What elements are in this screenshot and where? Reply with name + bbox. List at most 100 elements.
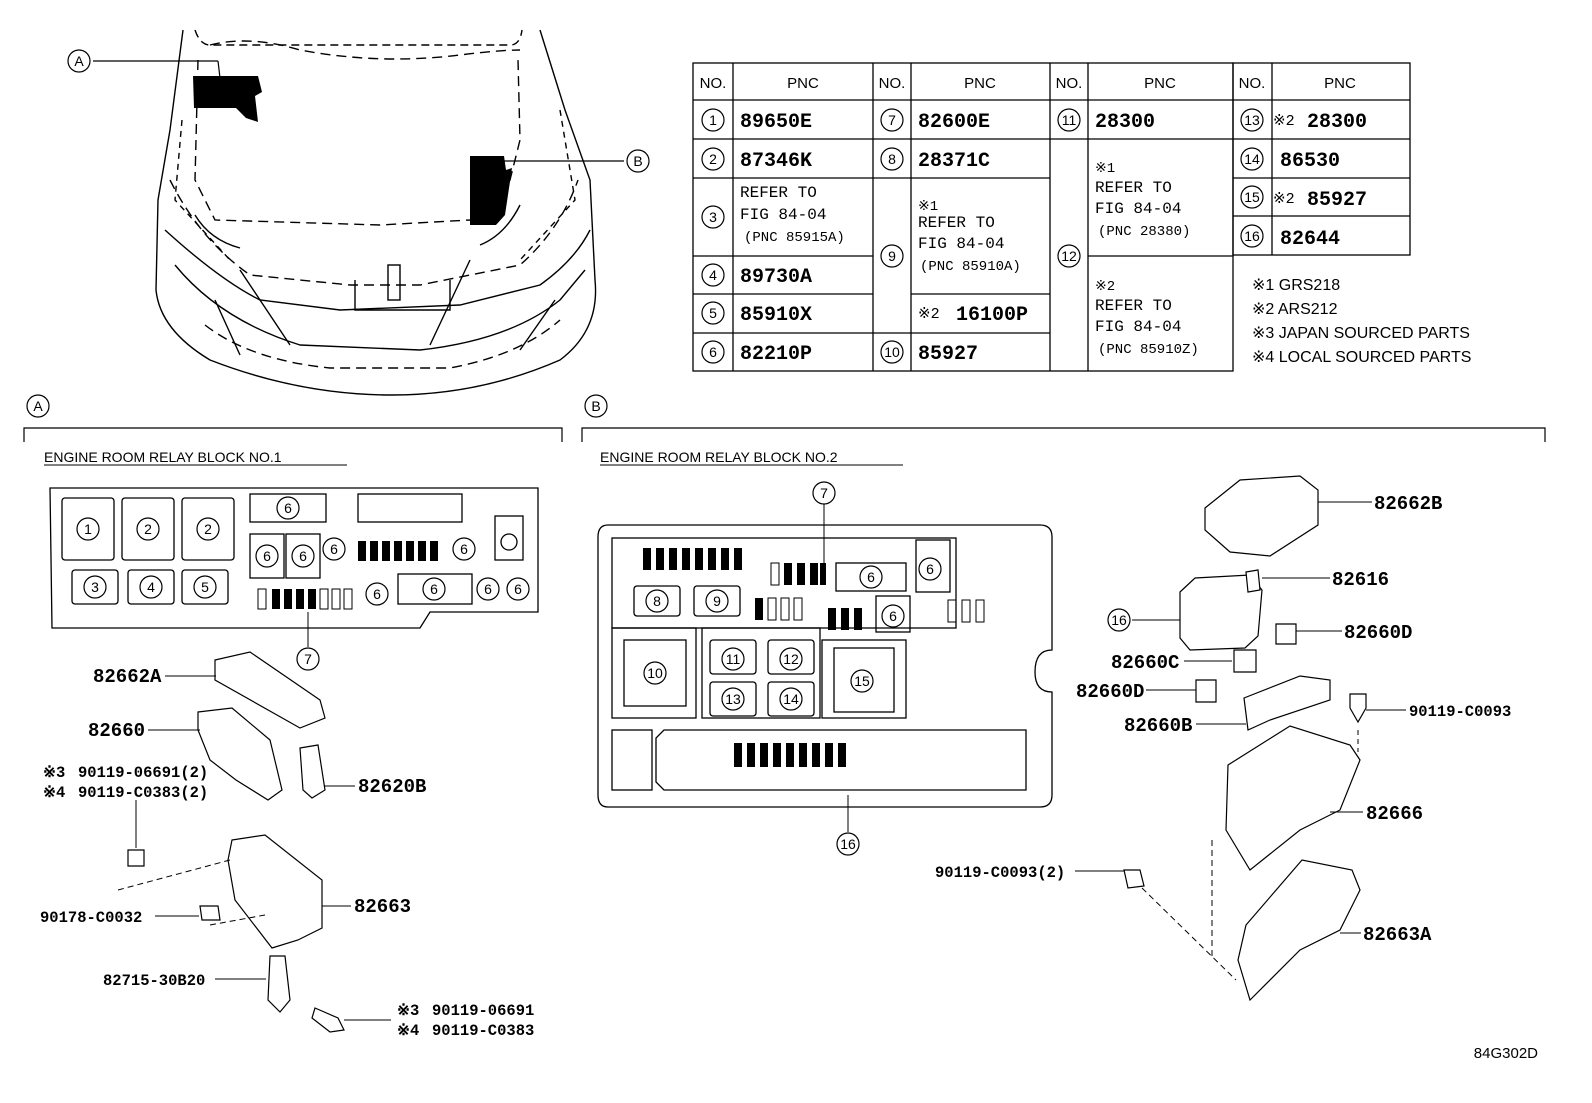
svg-text:FIG 84-04: FIG 84-04 — [918, 235, 1004, 253]
svg-text:6: 6 — [284, 500, 292, 516]
svg-text:4: 4 — [709, 267, 717, 283]
svg-text:7: 7 — [820, 485, 828, 501]
part-90119-c0093-qty: 90119-C0093(2) — [935, 864, 1065, 882]
svg-text:REFER TO: REFER TO — [740, 184, 817, 202]
part-90119-c0093: 90119-C0093 — [1409, 703, 1511, 721]
section-b-title: ENGINE ROOM RELAY BLOCK NO.2 — [600, 449, 838, 465]
pnc-13: 28300 — [1307, 111, 1367, 134]
svg-text:12: 12 — [783, 651, 799, 667]
relay-block-2-exploded-view — [1123, 475, 1367, 1002]
part-82662a: 82662A — [93, 666, 162, 688]
part-90119-c0383: 90119-C0383 — [432, 1022, 534, 1040]
svg-text:REFER TO: REFER TO — [918, 214, 995, 232]
svg-text:11: 11 — [1062, 112, 1077, 128]
svg-text:FIG 84-04: FIG 84-04 — [740, 206, 826, 224]
relay-block-1-fuses — [272, 541, 438, 609]
relay-block-1-layout — [49, 487, 539, 629]
part-82666: 82666 — [1366, 803, 1423, 825]
svg-text:2: 2 — [204, 521, 212, 537]
vehicle-overview — [155, 29, 597, 396]
part-82616: 82616 — [1332, 569, 1389, 591]
svg-text:5: 5 — [709, 305, 717, 321]
figure-id: 84G302D — [1474, 1045, 1538, 1062]
svg-text:13: 13 — [1244, 112, 1260, 128]
pnc-9b: 16100P — [956, 304, 1028, 327]
svg-text:※1: ※1 — [1095, 161, 1115, 177]
footnotes: ※1 GRS218 ※2 ARS212 ※3 JAPAN SOURCED PAR… — [1252, 277, 1471, 366]
svg-text:NO.: NO. — [700, 75, 727, 92]
pnc-table-number-labels: 1 2 3 4 5 6 7 8 9 10 11 12 13 14 15 16 — [709, 112, 1260, 360]
svg-text:15: 15 — [854, 673, 870, 689]
svg-text:6: 6 — [867, 569, 875, 585]
svg-text:9: 9 — [888, 248, 896, 264]
svg-text:7: 7 — [304, 651, 312, 667]
svg-text:6: 6 — [299, 548, 307, 564]
pnc-11: 28300 — [1095, 111, 1155, 134]
relay-block-1-position-labels: 1 2 2 3 4 5 6 6 6 6 6 6 6 6 6 7 — [84, 500, 522, 667]
part-82662b: 82662B — [1374, 493, 1442, 515]
pnc-2: 87346K — [740, 150, 812, 173]
part-82660b: 82660B — [1124, 715, 1192, 737]
svg-text:6: 6 — [514, 581, 522, 597]
svg-text:1: 1 — [84, 521, 92, 537]
svg-text:2: 2 — [144, 521, 152, 537]
svg-text:6: 6 — [926, 561, 934, 577]
pnc-1: 89650E — [740, 111, 812, 134]
svg-text:6: 6 — [484, 581, 492, 597]
svg-text:※3 JAPAN SOURCED PARTS: ※3 JAPAN SOURCED PARTS — [1252, 325, 1470, 342]
svg-text:12: 12 — [1061, 248, 1077, 264]
pnc-7: 82600E — [918, 111, 990, 134]
relay-block-2-leaders — [1075, 501, 1406, 981]
section-a-bracket — [23, 394, 563, 442]
svg-text:※2: ※2 — [1273, 191, 1295, 208]
svg-text:※4 LOCAL SOURCED PARTS: ※4 LOCAL SOURCED PARTS — [1252, 349, 1471, 366]
pnc-table-numbers — [701, 108, 1264, 364]
svg-text:16: 16 — [1244, 228, 1260, 244]
pnc-table-values: 89650E 87346K REFER TO FIG 84-04 (PNC 85… — [740, 111, 1367, 366]
svg-text:A: A — [74, 53, 84, 69]
svg-text:PNC: PNC — [964, 75, 996, 92]
part-82620b: 82620B — [358, 776, 426, 798]
svg-text:FIG 84-04: FIG 84-04 — [1095, 318, 1181, 336]
relay-block-1-part-labels: 82662A 82660 ※3 90119-06691(2) ※4 90119-… — [40, 666, 534, 1040]
section-a-title: ENGINE ROOM RELAY BLOCK NO.1 — [44, 449, 282, 465]
svg-text:10: 10 — [647, 665, 663, 681]
relay-block-2-callout-lines — [823, 504, 849, 832]
svg-text:REFER TO: REFER TO — [1095, 179, 1172, 197]
part-90119-06691: 90119-06691 — [432, 1002, 534, 1020]
svg-text:(PNC 85915A): (PNC 85915A) — [744, 230, 845, 246]
svg-text:10: 10 — [884, 344, 900, 360]
part-90178-c0032: 90178-C0032 — [40, 909, 142, 927]
svg-text:※4: ※4 — [43, 784, 65, 802]
svg-text:NO.: NO. — [879, 75, 906, 92]
svg-text:6: 6 — [889, 608, 897, 624]
part-82660d-lower: 82660D — [1076, 681, 1144, 703]
svg-text:※2: ※2 — [1095, 279, 1115, 295]
svg-text:※2: ※2 — [918, 306, 940, 323]
svg-text:15: 15 — [1244, 189, 1260, 205]
svg-text:PNC: PNC — [787, 75, 819, 92]
pnc-5: 85910X — [740, 304, 812, 327]
part-82715-30b20: 82715-30B20 — [103, 972, 205, 990]
svg-text:※1 GRS218: ※1 GRS218 — [1252, 277, 1340, 294]
callout-16 — [1107, 608, 1131, 632]
svg-text:NO.: NO. — [1239, 75, 1266, 92]
relay-block-1-position-circles — [76, 496, 530, 671]
pnc-table — [692, 62, 1411, 372]
part-82660c: 82660C — [1111, 652, 1179, 674]
relay-block-2-position-circles — [643, 481, 942, 856]
pnc-10: 85927 — [918, 343, 978, 366]
part-82663a: 82663A — [1363, 924, 1432, 946]
svg-text:11: 11 — [726, 651, 741, 667]
pnc-table-headers: NO. PNC NO. PNC NO. PNC NO. PNC — [700, 75, 1356, 92]
svg-text:(PNC 28380): (PNC 28380) — [1098, 224, 1190, 240]
svg-text:2: 2 — [709, 151, 717, 167]
svg-text:6: 6 — [460, 541, 468, 557]
relay-block-2-layout — [597, 524, 1053, 808]
relay-block-b-location — [470, 156, 512, 225]
svg-text:1: 1 — [709, 112, 717, 128]
pnc-8: 28371C — [918, 150, 990, 173]
relay-block-a-location — [193, 76, 262, 122]
svg-text:6: 6 — [330, 541, 338, 557]
